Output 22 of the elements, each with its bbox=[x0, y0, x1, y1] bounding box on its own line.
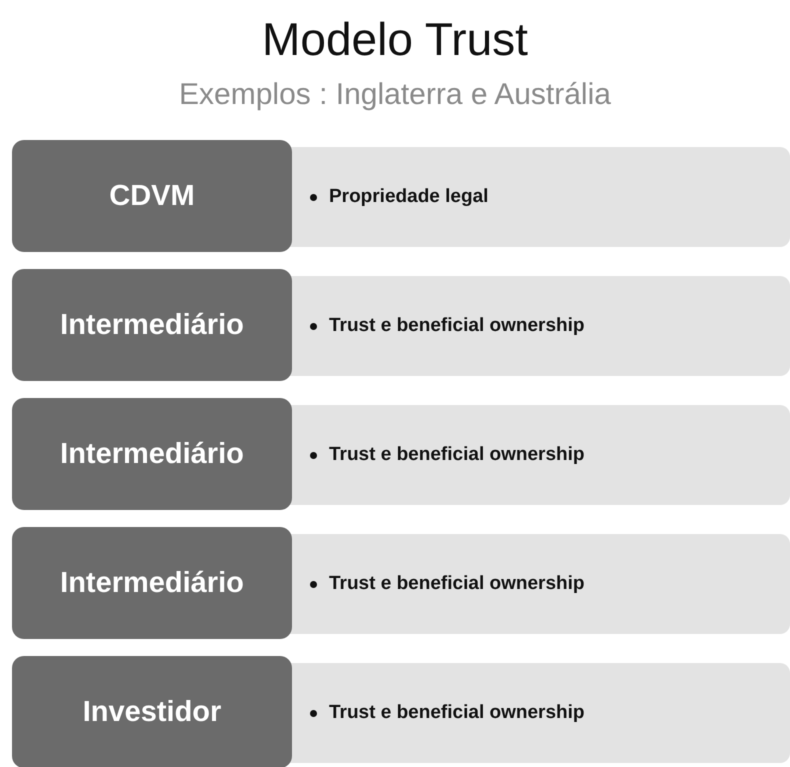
description-text: Trust e beneficial ownership bbox=[329, 444, 585, 466]
role-label: Investidor bbox=[82, 696, 222, 728]
subtitle: Exemplos : Inglaterra e Austrália bbox=[178, 78, 612, 112]
description-text: Trust e beneficial ownership bbox=[329, 702, 585, 724]
description-text: Trust e beneficial ownership bbox=[329, 315, 585, 337]
role-label: Intermediário bbox=[60, 566, 244, 600]
description-panel bbox=[288, 663, 790, 763]
role-label: Intermediário bbox=[60, 308, 244, 342]
description-text: Trust e beneficial ownership bbox=[329, 573, 585, 595]
description-panel bbox=[288, 405, 790, 505]
description-panel bbox=[288, 276, 790, 376]
role-label: CDVM bbox=[109, 180, 195, 212]
role-box bbox=[12, 527, 292, 639]
role-box bbox=[12, 140, 292, 252]
title: Modelo Trust bbox=[261, 12, 529, 66]
role-box bbox=[12, 656, 292, 767]
description-panel bbox=[288, 147, 790, 247]
role-box bbox=[12, 269, 292, 381]
role-box bbox=[12, 398, 292, 510]
description-panel bbox=[288, 534, 790, 634]
description-text: Propriedade legal bbox=[329, 186, 488, 208]
role-label: Intermediário bbox=[60, 438, 244, 470]
